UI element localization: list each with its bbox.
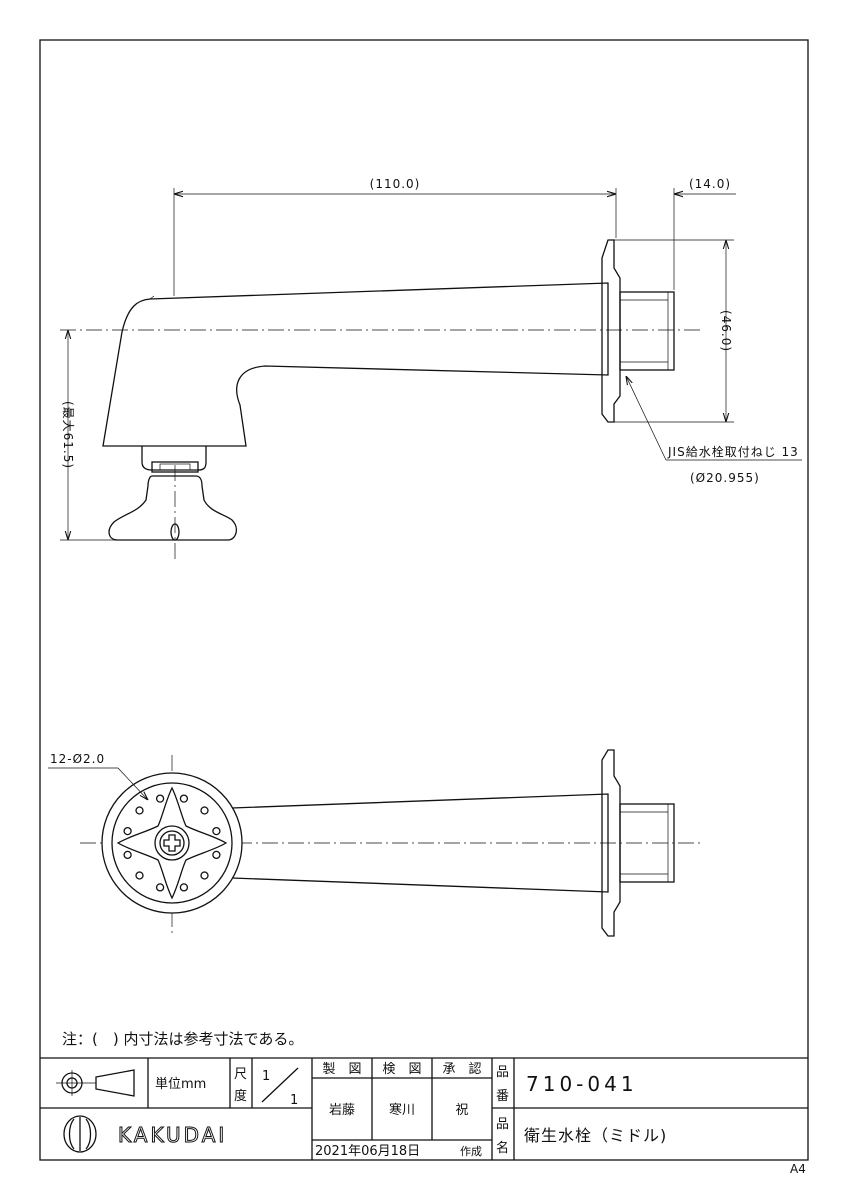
scale-label-1: 尺: [234, 1067, 247, 1082]
spout-top: [231, 793, 609, 893]
mounting-hole: [155, 794, 165, 803]
dim-110-label: (110.0): [370, 177, 421, 191]
approved-by-header: 承 認: [442, 1061, 481, 1077]
made-by-header: 製 図: [322, 1062, 361, 1077]
dim-46-label: (46.0): [719, 310, 733, 352]
mounting-hole: [123, 850, 132, 860]
part-no-label-2: 番: [496, 1089, 509, 1104]
scale-slash: [261, 1067, 299, 1103]
kakudai-logo-icon: [63, 1115, 97, 1153]
flange-top: [601, 749, 621, 937]
top-view: 12-Ø2.0: [48, 749, 700, 937]
checked-by-header: 検 図: [382, 1062, 421, 1077]
unit-label: 単位mm: [155, 1076, 206, 1092]
mounting-hole: [135, 871, 144, 880]
approved-by-value: 祝: [455, 1103, 468, 1118]
reference-note: 注：( ) 内寸法は参考寸法である。: [62, 1030, 303, 1048]
mounting-hole: [212, 826, 221, 836]
flange-front: [601, 239, 621, 423]
holes-leader: [117, 767, 148, 800]
handle-front: [108, 475, 238, 541]
mounting-hole: [135, 806, 144, 815]
scale-label-2: 度: [234, 1088, 247, 1104]
faucet-body-front: [102, 282, 609, 447]
projection-symbol-icon: [56, 1069, 135, 1097]
mounting-hole: [155, 883, 165, 892]
mounting-hole: [179, 794, 189, 803]
paper-size: A4: [790, 1162, 806, 1176]
sheet-border: [39, 39, 809, 1161]
holes-label: 12-Ø2.0: [50, 752, 105, 766]
thread-front: [619, 291, 675, 371]
mounting-hole: [212, 850, 221, 860]
front-view: (110.0) (14.0) (46.0) (最大61.5) JIS給水栓取付ね…: [60, 177, 802, 560]
creation-date: 2021年06月18日: [315, 1144, 420, 1159]
mounting-hole: [123, 826, 132, 836]
part-no-label-1: 品: [496, 1065, 509, 1080]
phillips-head-icon: [163, 834, 181, 852]
thread-callout: JIS給水栓取付ねじ 13: [667, 444, 799, 459]
part-number: 710-041: [526, 1072, 638, 1096]
name-label-1: 品: [496, 1117, 509, 1132]
mounting-hole: [200, 871, 209, 880]
mounting-holes: [123, 794, 221, 892]
mounting-hole: [200, 806, 209, 815]
product-name: 衛生水栓（ミドル): [524, 1126, 667, 1145]
creation-suffix: 作成: [460, 1145, 482, 1158]
made-by-value: 岩藤: [329, 1103, 355, 1118]
thread-diameter: (Ø20.955): [690, 471, 760, 485]
scale-denominator: 1: [290, 1093, 298, 1108]
thread-top: [619, 803, 675, 883]
checked-by-value: 寒川: [389, 1102, 415, 1118]
thread-leader: [626, 376, 667, 461]
scale-numerator: 1: [262, 1069, 270, 1084]
mounting-hole: [179, 883, 189, 892]
dim-61-5-label: (最大61.5): [61, 401, 75, 469]
dim-14-label: (14.0): [689, 177, 731, 191]
title-block: 単位mm 尺 度 1 1 製 図 検 図 承 認 岩藤 寒川 祝 品 番 710…: [40, 1057, 808, 1160]
name-label-2: 名: [496, 1140, 509, 1156]
company-name: KAKUDAI: [118, 1123, 227, 1147]
